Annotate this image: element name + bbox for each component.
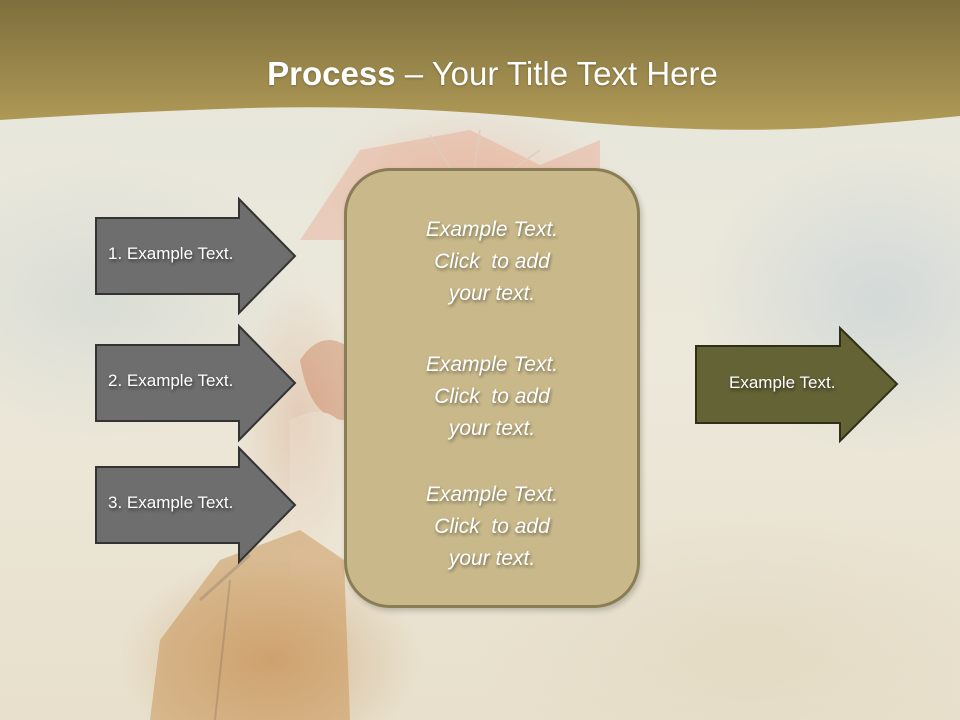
step-arrow-1[interactable]: 1. Example Text.	[95, 196, 297, 316]
title-bold: Process	[267, 55, 396, 92]
step-arrow-label: 1. Example Text.	[108, 244, 234, 263]
step-arrow-label: 2. Example Text.	[108, 371, 234, 390]
center-text-box[interactable]: Example Text. Click to add your text. Ex…	[344, 168, 640, 608]
arrow-right-icon	[95, 196, 297, 316]
title-rest: – Your Title Text Here	[395, 55, 718, 92]
block-line: your text.	[448, 282, 536, 305]
block-line: Click to add	[434, 515, 550, 538]
arrow-right-icon	[95, 323, 297, 443]
block-line: Click to add	[434, 250, 550, 273]
block-line: your text.	[448, 547, 536, 570]
result-arrow-label: Example Text.	[729, 373, 836, 392]
slide-title: Process – Your Title Text Here	[0, 52, 960, 96]
step-arrow-label: 3. Example Text.	[108, 493, 234, 512]
arrow-right-icon	[95, 445, 297, 565]
result-arrow[interactable]: Example Text.	[695, 325, 900, 444]
center-text-block-1[interactable]: Example Text. Click to add your text.	[347, 214, 637, 310]
block-line: Example Text.	[425, 353, 559, 376]
block-line: Example Text.	[425, 218, 559, 241]
center-text-block-3[interactable]: Example Text. Click to add your text.	[347, 479, 637, 575]
step-arrow-3[interactable]: 3. Example Text.	[95, 445, 297, 565]
block-line: your text.	[448, 417, 536, 440]
header-band	[0, 0, 960, 130]
hair-shape	[300, 340, 345, 420]
suitcase-shape	[150, 530, 350, 720]
block-line: Click to add	[434, 385, 550, 408]
arrow-right-icon	[695, 325, 899, 444]
block-line: Example Text.	[425, 483, 559, 506]
step-arrow-2[interactable]: 2. Example Text.	[95, 323, 297, 443]
center-text-block-2[interactable]: Example Text. Click to add your text.	[347, 349, 637, 445]
